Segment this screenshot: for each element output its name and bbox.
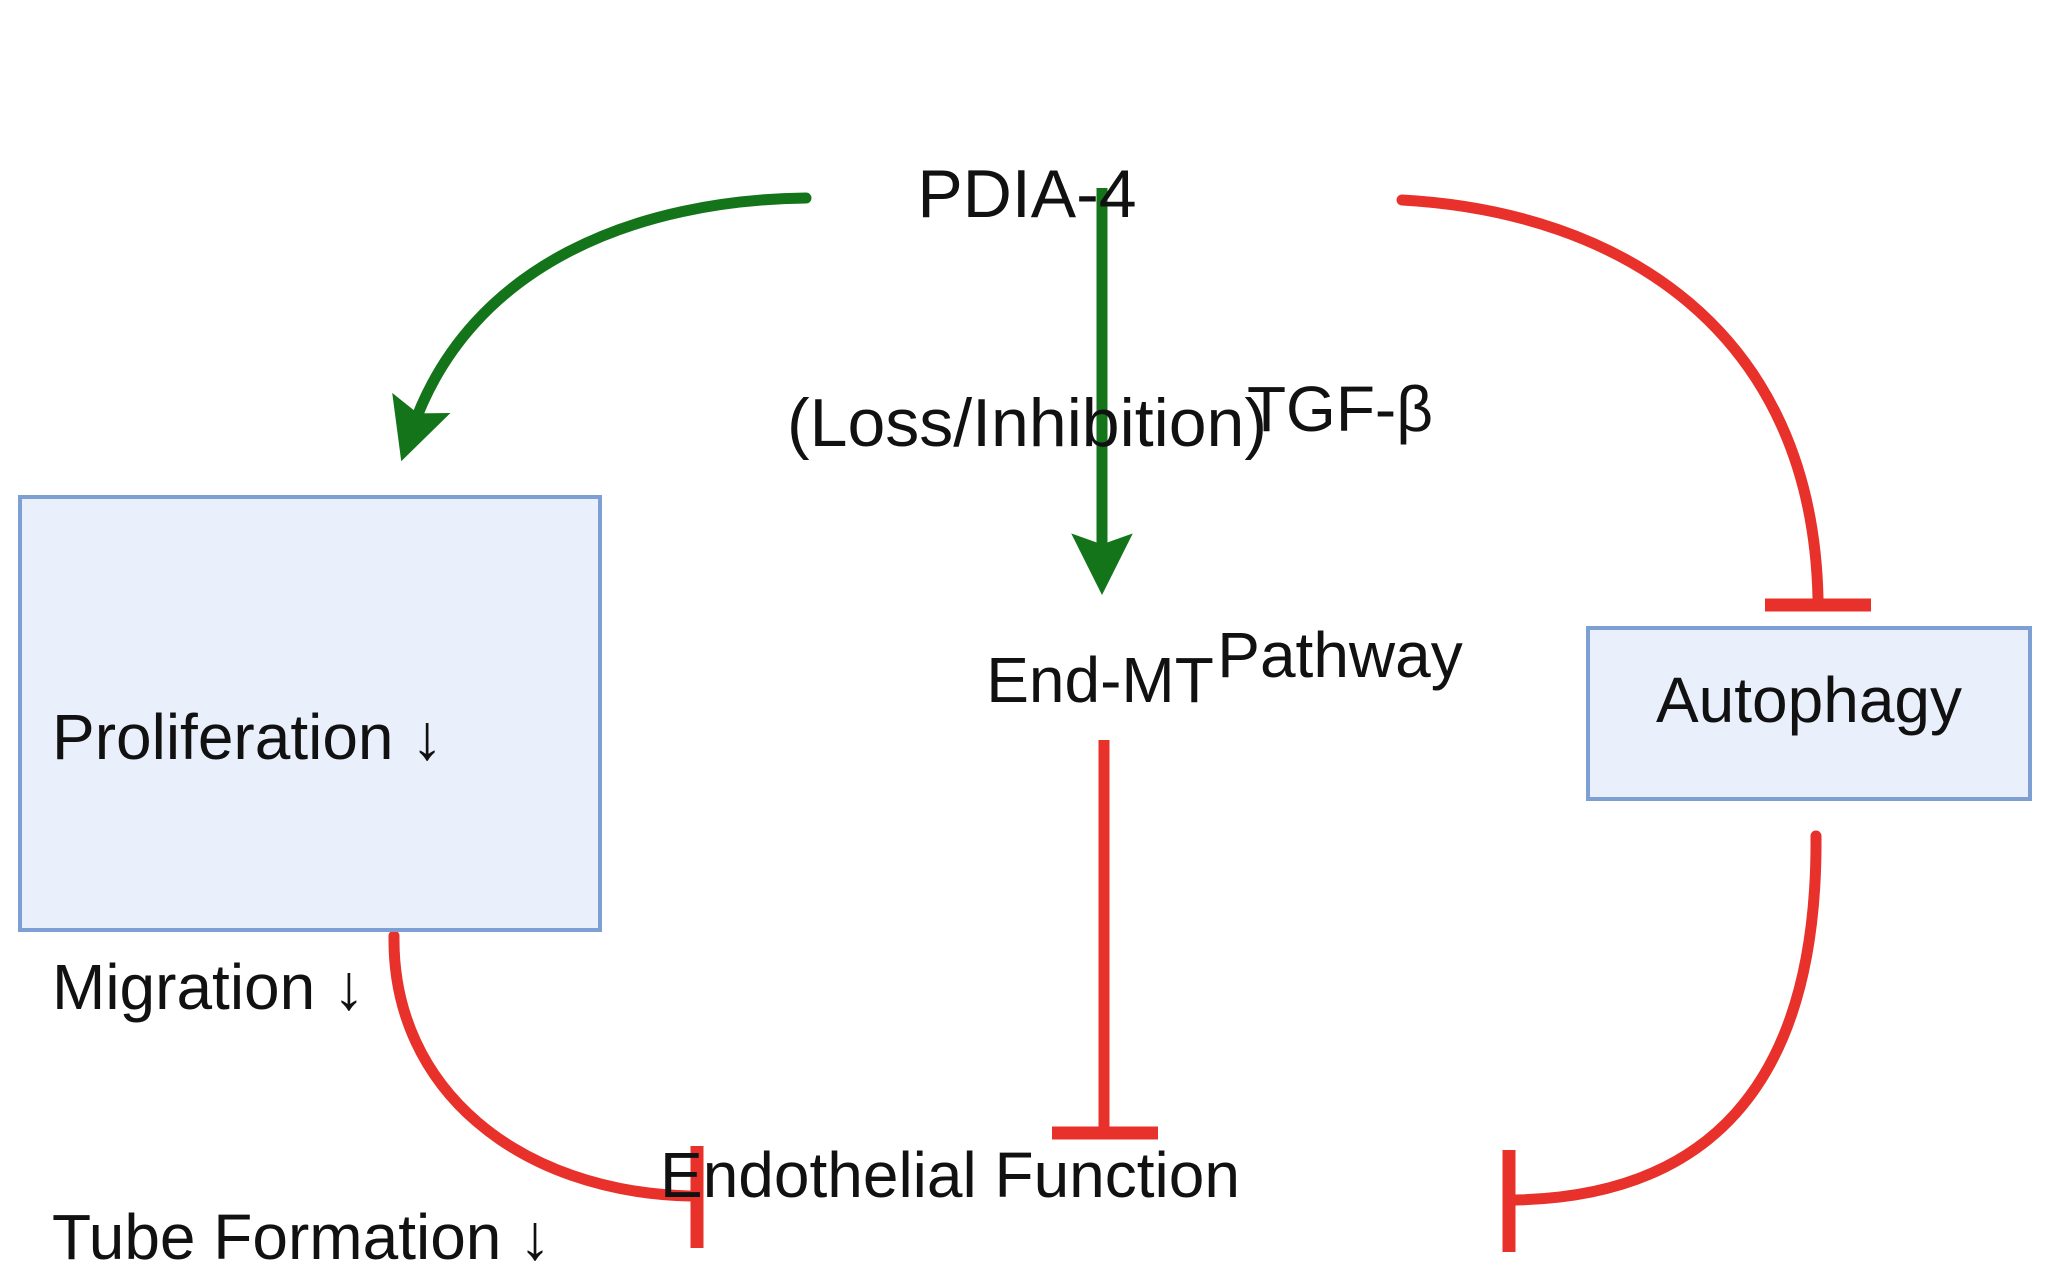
node-effects-box	[18, 495, 602, 932]
node-endothelial-function: Endothelial Function	[660, 1139, 1240, 1211]
effects-line-tube-formation: Tube Formation ↓	[52, 1200, 552, 1266]
node-end-mt: End-MT	[986, 644, 1214, 716]
edge-endmt-to-endothelial	[1052, 740, 1158, 1140]
node-pdia4-line1: PDIA-4	[917, 156, 1137, 233]
edge-label-tgf-beta-pathway: TGF-β Pathway	[1130, 205, 1550, 860]
edge-autophagy-to-endothelial	[1502, 830, 1822, 1252]
effects-line-migration: Migration ↓	[52, 950, 365, 1023]
edge-pdia4-to-effects	[392, 192, 812, 462]
edge-pdia4-to-autophagy	[1396, 194, 1871, 612]
edge-effects-to-endothelial	[388, 930, 704, 1248]
tgf-label-line1: TGF-β	[1246, 372, 1434, 445]
node-effects-list: Proliferation ↓ Migration ↓ Tube Formati…	[52, 530, 582, 1266]
effects-line-proliferation: Proliferation ↓	[52, 701, 444, 774]
node-pdia4-line2: (Loss/Inhibition)	[786, 384, 1268, 461]
tgf-label-line2: Pathway	[1217, 618, 1463, 691]
node-autophagy-box	[1586, 626, 2032, 801]
node-autophagy-label: Autophagy	[1655, 664, 1963, 736]
node-pdia4: PDIA-4 (Loss/Inhibition)	[612, 4, 1442, 613]
